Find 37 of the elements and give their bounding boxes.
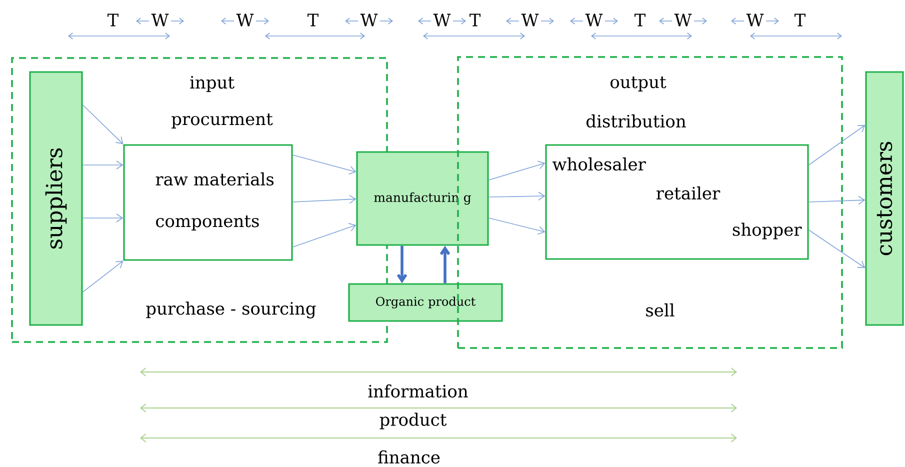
arrow: [292, 223, 356, 248]
process-box: wholesaler retailer shopper: [545, 144, 809, 260]
arrow: [488, 160, 546, 180]
letter-label: T: [634, 14, 646, 26]
letter-label: T: [470, 14, 480, 26]
arrow: [808, 230, 866, 268]
letter-label: W: [674, 14, 692, 26]
process-box: manufacturin g: [356, 151, 489, 246]
arrow: [292, 194, 356, 204]
arrow: [396, 246, 408, 284]
letter-label: T: [308, 14, 318, 26]
letter-label: W: [521, 14, 539, 26]
letter-label: W: [746, 14, 764, 26]
arrow: [82, 260, 124, 292]
flow-label: product: [380, 412, 447, 430]
arrow: [808, 196, 866, 205]
side-bar: suppliers: [29, 71, 83, 326]
arrow: [82, 214, 124, 222]
letter-label: W: [151, 14, 169, 26]
letter-label: W: [360, 14, 378, 26]
letter-label: W: [433, 14, 451, 26]
letter-label: T: [108, 14, 118, 26]
side-bar: customers: [865, 71, 904, 326]
letter-label: T: [794, 14, 806, 26]
process-box: Organic product: [348, 283, 503, 322]
process-box: raw materials components: [123, 144, 293, 261]
flow-label: finance: [378, 450, 440, 464]
flow-label: information: [368, 384, 468, 398]
arrow: [440, 246, 450, 284]
arrow: [82, 160, 124, 170]
arrow: [488, 192, 546, 201]
letter-label: W: [236, 14, 254, 26]
arrow: [82, 104, 124, 144]
arrow: [488, 218, 546, 235]
arrow: [292, 154, 356, 175]
arrow: [808, 125, 866, 166]
letter-label: W: [585, 14, 603, 26]
